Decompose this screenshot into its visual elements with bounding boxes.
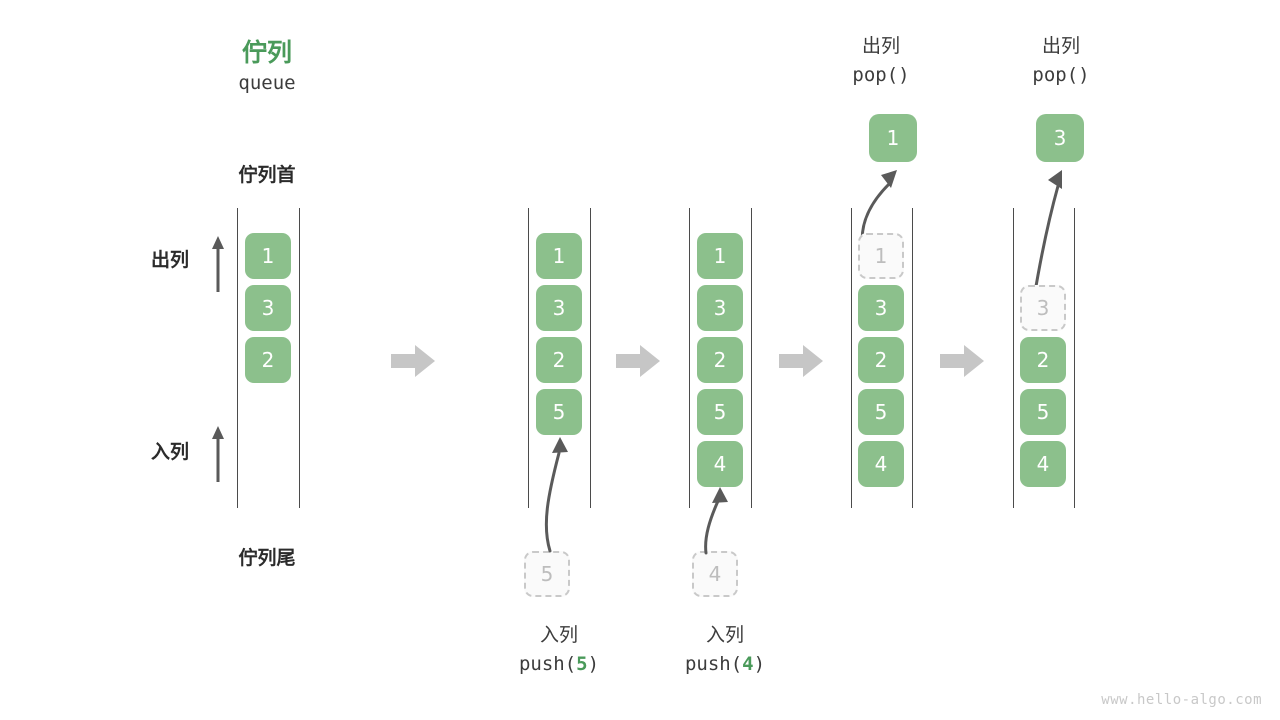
queue-rail-left [689,208,690,508]
queue-tail-label: 佇列尾 [238,547,296,569]
queue-rail-right [299,208,300,508]
pop-3-label-code: pop() [1032,64,1090,87]
queue-title-cn: 佇列 [241,38,292,67]
queue-item: 3 [536,285,582,331]
push-5-label-cn: 入列 [539,624,578,646]
push-arrow-5 [544,437,568,553]
queue-item: 1 [697,233,743,279]
pop-1-label-cn: 出列 [861,35,900,57]
queue-head-label: 佇列首 [238,164,296,186]
queue-item: 1 [536,233,582,279]
queue-item: 2 [1020,337,1066,383]
queue-item: 5 [1020,389,1066,435]
flow-arrow-2 [616,345,660,377]
pop-3-label-cn: 出列 [1041,35,1080,57]
dequeue-side-label: 出列 [151,249,190,271]
queue-item: 5 [697,389,743,435]
pop-1-label-code: pop() [852,64,910,87]
queue-item: 5 [858,389,904,435]
enqueue-side-label: 入列 [151,441,190,463]
popped-element: 3 [1036,114,1084,162]
push-5-label-code: push(5) [518,653,600,676]
queue-item-ghost: 3 [1020,285,1066,331]
queue-item: 4 [858,441,904,487]
queue-item: 2 [697,337,743,383]
flow-arrow-1 [391,345,435,377]
push-5-label: 入列 push(5) [474,621,644,680]
push-4-label-code: push(4) [684,653,766,676]
queue-item: 1 [245,233,291,279]
site-watermark: www.hello-algo.com [1101,692,1262,708]
pop-3-label: 出列 pop() [986,32,1136,91]
queue-item: 2 [858,337,904,383]
queue-rail-right [912,208,913,508]
push-4-label: 入列 push(4) [640,621,810,680]
push-arrow-4 [704,487,728,555]
queue-rail-left [851,208,852,508]
incoming-element-ghost: 5 [524,551,570,597]
queue-item: 2 [536,337,582,383]
queue-item: 3 [858,285,904,331]
queue-rail-right [751,208,752,508]
flow-arrow-3 [779,345,823,377]
queue-title-en: queue [238,72,296,94]
queue-rail-left [1013,208,1014,508]
push-4-label-cn: 入列 [705,624,744,646]
queue-item: 4 [697,441,743,487]
queue-rail-left [237,208,238,508]
enqueue-direction-arrow [212,426,224,482]
popped-element: 1 [869,114,917,162]
queue-item: 5 [536,389,582,435]
flow-arrow-4 [940,345,984,377]
pop-arrow-3 [1032,170,1062,300]
incoming-element-ghost: 4 [692,551,738,597]
queue-rail-right [1074,208,1075,508]
queue-item-ghost: 1 [858,233,904,279]
queue-item: 4 [1020,441,1066,487]
queue-item: 2 [245,337,291,383]
queue-rail-left [528,208,529,508]
queue-rail-right [590,208,591,508]
dequeue-direction-arrow [212,236,224,292]
queue-item: 3 [245,285,291,331]
pop-1-label: 出列 pop() [806,32,956,91]
queue-item: 3 [697,285,743,331]
